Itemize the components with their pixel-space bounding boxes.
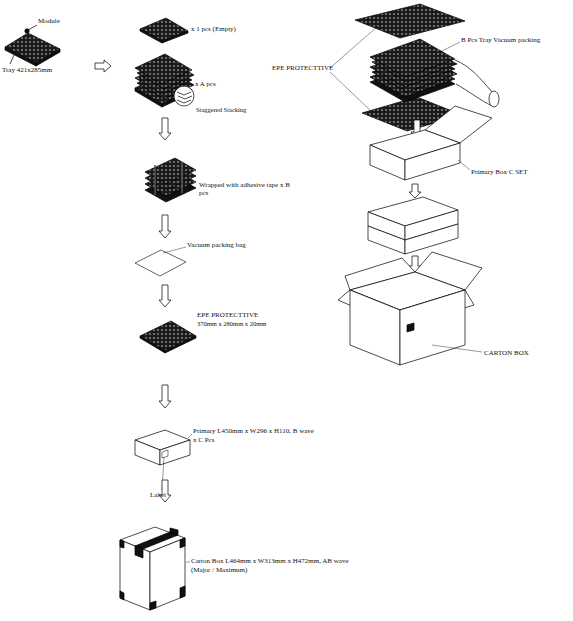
module-tray-part xyxy=(36,49,60,66)
quantity-label: x C Pcs xyxy=(193,436,253,444)
part-label: Vacuum packing bag xyxy=(187,241,297,249)
epe-sheet-part xyxy=(165,336,196,353)
flow-arrow xyxy=(159,385,171,408)
primary-box-set xyxy=(368,197,458,254)
quantity-label: x A pcs xyxy=(195,80,255,88)
wrapped-stack-part xyxy=(145,158,196,184)
epe-sheet-part xyxy=(355,4,465,38)
tray-stack-part xyxy=(174,86,194,106)
wrapped-stack-part xyxy=(154,165,156,195)
flow-arrow xyxy=(95,60,111,72)
dimension-label: Tray 421x285mm xyxy=(2,66,92,74)
module-tray-part xyxy=(5,47,36,66)
carton-box-part xyxy=(135,546,143,558)
module-tray xyxy=(5,25,60,66)
epe-sheet xyxy=(140,321,196,353)
flow-arrow-part xyxy=(159,385,171,408)
module-tray-part xyxy=(28,25,37,30)
primary-box-part xyxy=(162,450,168,458)
vacuum-bag xyxy=(135,247,186,276)
carton-box-part xyxy=(180,538,185,548)
carton-box-part xyxy=(120,540,124,548)
quantity-label: x 1 pcs (Empty) xyxy=(191,25,281,33)
process-label: Wrapped with adhesive tape x B pcs xyxy=(199,181,299,197)
tray-stack xyxy=(135,54,194,107)
empty-tray-part xyxy=(140,29,162,43)
carton-box-part xyxy=(186,562,190,563)
vacuum-bag-part xyxy=(163,247,186,253)
flow-arrow-part xyxy=(409,184,421,198)
dimension-label: Primary L450mm x W296 x H110, B wave xyxy=(193,427,363,435)
tray-stack-part xyxy=(178,96,192,99)
dimension-label: Carton Box L464mm x W313mm x H472mm, AB … xyxy=(191,557,391,565)
primary-box-open-part xyxy=(405,143,460,180)
wrapped-stack-part xyxy=(181,163,183,193)
flow-arrow-part xyxy=(159,215,171,238)
tray-stack xyxy=(370,39,499,107)
module-tray-part xyxy=(10,55,14,64)
carton-box xyxy=(120,527,190,610)
carton-box-open xyxy=(338,252,482,365)
primary-box-open-part xyxy=(458,160,470,170)
epe-sheet xyxy=(330,4,465,112)
flow-arrow xyxy=(159,215,171,238)
part-label: EPE PROTECTTIVE xyxy=(197,311,307,319)
carton-box-open-part xyxy=(407,323,414,332)
flow-arrow-part xyxy=(159,118,171,140)
epe-sheet-part xyxy=(330,26,378,68)
tray-stack-part xyxy=(455,60,492,92)
carton-box-part xyxy=(120,540,150,610)
vacuum-bag-part xyxy=(135,250,186,276)
tray-stack-part xyxy=(456,84,492,106)
tray-stack-part xyxy=(135,54,192,84)
wrapped-stack xyxy=(145,158,196,202)
epe-sheet-part xyxy=(330,72,372,112)
part-label: EPE PROTECTTIVE xyxy=(272,64,352,72)
carton-box-open-part xyxy=(432,345,482,352)
shape-part xyxy=(5,4,499,610)
primary-box-open-part xyxy=(370,145,405,180)
carton-box-part xyxy=(150,601,156,610)
primary-box-set-part xyxy=(405,224,458,254)
part-label: Module xyxy=(38,17,98,25)
part-label: Label xyxy=(150,491,190,499)
note-label: (Major / Maximum) xyxy=(191,566,311,574)
primary-box-part xyxy=(135,440,160,465)
flow-arrow xyxy=(159,285,171,307)
dimension-label: 370mm x 280mm x 20mm xyxy=(197,320,317,327)
tray-stack-part xyxy=(440,42,460,52)
part-label: Primary Box C SET xyxy=(471,168,571,176)
tray-stack-part xyxy=(177,100,191,103)
empty-tray xyxy=(140,18,188,43)
carton-box-part xyxy=(180,586,185,598)
module-tray-part xyxy=(5,33,60,63)
flow-arrow xyxy=(409,184,421,198)
carton-box-open-part xyxy=(400,290,465,365)
epe-sheet-part xyxy=(140,336,165,353)
primary-box-part xyxy=(188,434,192,438)
flow-arrow-part xyxy=(159,285,171,307)
carton-box-part xyxy=(135,532,178,549)
part-label: CARTON BOX xyxy=(484,349,564,357)
carton-box-part xyxy=(150,538,185,610)
tray-stack-part xyxy=(489,91,499,107)
empty-tray-part xyxy=(140,18,188,41)
primary-box-part xyxy=(160,440,190,465)
primary-box-set-part xyxy=(368,226,405,254)
tray-stack-part xyxy=(370,39,455,77)
flow-arrow xyxy=(159,118,171,140)
carton-box-part xyxy=(170,528,178,535)
flow-arrow-part xyxy=(95,60,111,72)
note-label: Staggered Stacking xyxy=(196,106,286,113)
part-label: B Pcs Tray Vacuum packing xyxy=(461,36,551,44)
carton-box-part xyxy=(120,591,124,600)
epe-sheet-part xyxy=(140,321,196,351)
tray-stack-part xyxy=(177,92,191,95)
carton-box-open-part xyxy=(350,290,400,365)
empty-tray-part xyxy=(162,31,188,43)
